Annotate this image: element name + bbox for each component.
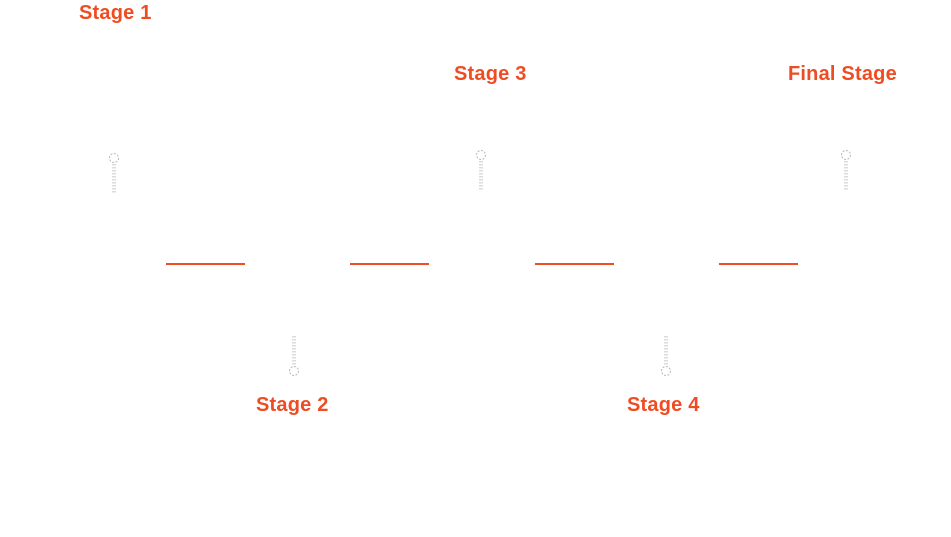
connector-4-final — [719, 263, 798, 265]
final-stage-label: Final Stage — [788, 63, 897, 85]
stage-2-label: Stage 2 — [256, 394, 329, 416]
stage-3-pin-icon — [475, 149, 487, 193]
stage-2-pin-icon — [288, 334, 300, 378]
stage-3-label: Stage 3 — [454, 63, 527, 85]
connector-2-3 — [350, 263, 429, 265]
final-stage-pin-icon — [840, 149, 852, 193]
connector-3-4 — [535, 263, 614, 265]
stage-1-label: Stage 1 — [79, 2, 152, 24]
stage-1-pin-icon — [108, 152, 120, 196]
stage-4-pin-icon — [660, 334, 672, 378]
connector-1-2 — [166, 263, 245, 265]
stage-4-label: Stage 4 — [627, 394, 700, 416]
